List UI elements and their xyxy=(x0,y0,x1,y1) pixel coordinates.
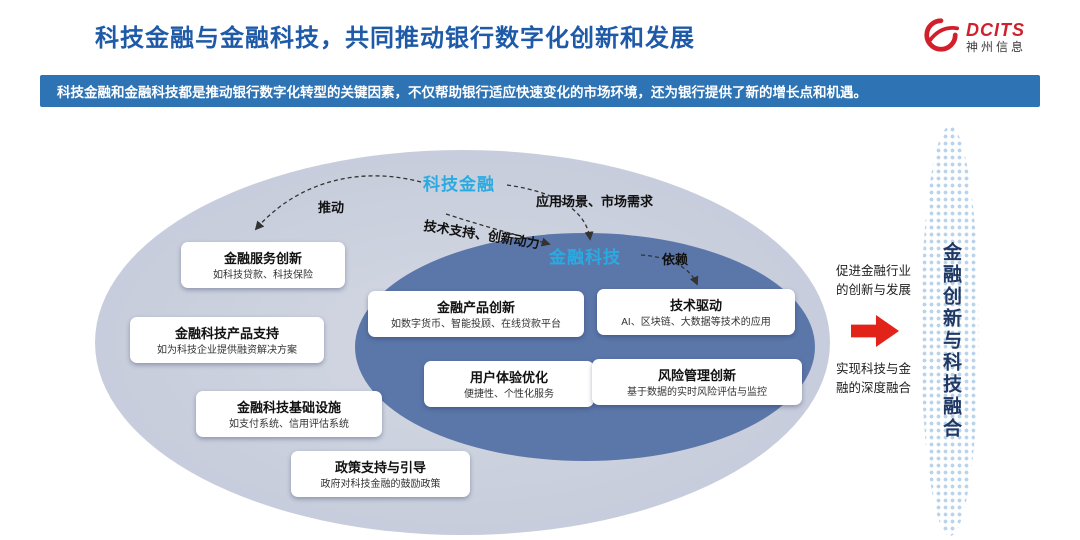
card-financial-product-innovation: 金融产品创新 如数字货币、智能投顾、在线贷款平台 xyxy=(368,291,584,337)
dcits-logo: DCITS 神州信息 xyxy=(922,16,1026,59)
card-fintech-infrastructure: 金融科技基础设施 如支付系统、信用评估系统 xyxy=(196,391,382,437)
card-risk-management: 风险管理创新 基于数据的实时风险评估与监控 xyxy=(592,359,802,405)
depend-arrow-label: 依赖 xyxy=(662,252,689,267)
card-user-experience: 用户体验优化 便捷性、个性化服务 xyxy=(424,361,594,407)
summary-banner: 科技金融和金融科技都是推动银行数字化转型的关键因素，不仅帮助银行适应快速变化的市… xyxy=(40,75,1040,107)
card-title: 金融科技基础设施 xyxy=(236,400,341,415)
demand-arrow-label: 应用场景、市场需求 xyxy=(536,194,654,209)
vertical-title: 金融创新与科技融合 xyxy=(940,242,961,440)
card-title: 技术驱动 xyxy=(669,298,722,313)
right-arrow-icon xyxy=(851,315,899,347)
card-financial-service-innovation: 金融服务创新 如科技贷款、科技保险 xyxy=(181,242,345,288)
card-desc: 如数字货币、智能投顾、在线贷款平台 xyxy=(391,319,561,330)
card-desc: 便捷性、个性化服务 xyxy=(464,389,554,400)
card-desc: 如科技贷款、科技保险 xyxy=(213,270,313,281)
page-title: 科技金融与金融科技，共同推动银行数字化创新和发展 xyxy=(95,25,695,52)
logo-subtitle-text: 神州信息 xyxy=(966,39,1027,54)
card-fintech-product-support: 金融科技产品支持 如为科技企业提供融资解决方案 xyxy=(130,317,324,363)
card-desc: 基于数据的实时风险评估与监控 xyxy=(627,387,767,398)
logo-brand-text: DCITS xyxy=(966,20,1025,40)
card-desc: 如支付系统、信用评估系统 xyxy=(229,419,349,430)
promote-note: 促进金融行业的创新与发展 xyxy=(836,264,912,297)
card-title: 风险管理创新 xyxy=(657,368,736,383)
achieve-note: 实现科技与金融的深度融合 xyxy=(836,362,912,395)
fintech-label: 金融科技 xyxy=(549,248,621,267)
card-desc: 政府对科技金融的鼓励政策 xyxy=(320,479,441,490)
push-arrow-label: 推动 xyxy=(318,200,345,215)
tech-finance-label: 科技金融 xyxy=(423,175,495,194)
card-technology-driven: 技术驱动 AI、区块链、大数据等技术的应用 xyxy=(597,289,795,335)
card-title: 金融产品创新 xyxy=(436,300,515,315)
dotted-band xyxy=(921,126,979,536)
card-policy-support: 政策支持与引导 政府对科技金融的鼓励政策 xyxy=(291,451,470,497)
fintech-ellipse xyxy=(355,233,815,461)
card-title: 政策支持与引导 xyxy=(334,460,426,475)
card-title: 金融服务创新 xyxy=(223,251,302,266)
dcits-logo-icon xyxy=(922,16,960,59)
card-title: 用户体验优化 xyxy=(469,370,548,385)
card-title: 金融科技产品支持 xyxy=(174,326,279,341)
card-desc: AI、区块链、大数据等技术的应用 xyxy=(621,317,771,328)
card-desc: 如为科技企业提供融资解决方案 xyxy=(157,345,297,356)
summary-banner-text: 科技金融和金融科技都是推动银行数字化转型的关键因素，不仅帮助银行适应快速变化的市… xyxy=(57,85,867,100)
